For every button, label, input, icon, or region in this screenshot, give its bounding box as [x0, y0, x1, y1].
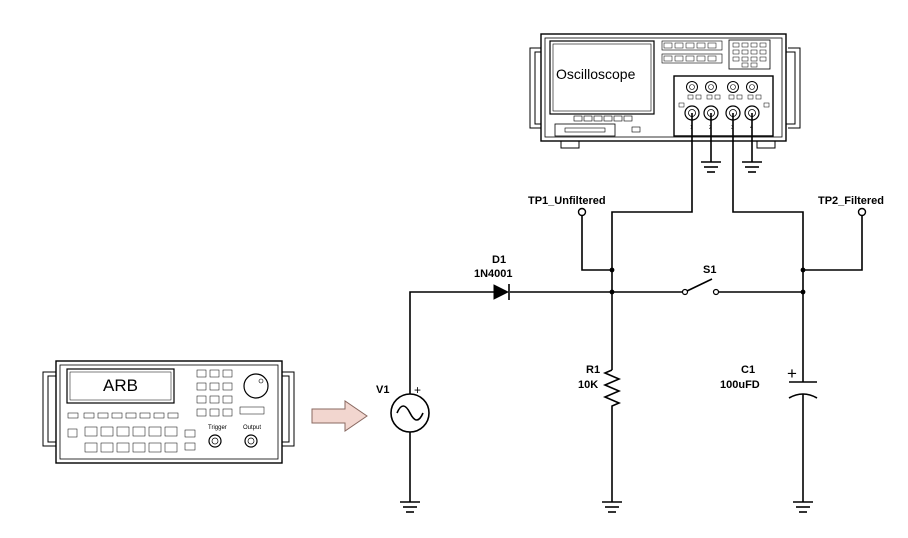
fg-knob[interactable]: [243, 373, 269, 399]
resistor-ref-label: R1: [586, 364, 600, 376]
fg-keypad[interactable]: [196, 369, 265, 417]
capacitor-ref-label: C1: [741, 364, 755, 376]
resistor-r1[interactable]: [602, 369, 622, 410]
main-wires: [409, 291, 804, 502]
fg-output-label: Output: [243, 425, 261, 431]
source-polarity-mark: +: [414, 383, 421, 397]
fg-display-label: ARB: [103, 376, 138, 395]
fg-output-bnc[interactable]: [244, 434, 258, 448]
switch-s1[interactable]: [681, 278, 720, 296]
capacitor-value-label: 100uFD: [720, 379, 760, 391]
scope-softkeys[interactable]: [573, 115, 633, 122]
capacitor-c1[interactable]: [788, 381, 818, 399]
oscilloscope: Oscilloscope: [529, 33, 801, 149]
test-point-tp1[interactable]: [577, 207, 613, 271]
ground-symbol-resistor: [602, 501, 622, 513]
switch-ref-label: S1: [703, 264, 716, 276]
scope-screen: [549, 40, 655, 115]
oscilloscope-label: Oscilloscope: [556, 66, 636, 82]
ground-symbol-capacitor: [793, 501, 813, 513]
function-generator: ARB: [42, 360, 295, 464]
probe-wire-ch3: [732, 113, 804, 292]
scope-ground-wires: [710, 113, 753, 162]
ac-source-v1[interactable]: [390, 393, 430, 433]
ground-symbol-source: [400, 501, 420, 513]
fg-display: [66, 368, 175, 404]
tp1-label: TP1_Unfiltered: [528, 195, 606, 207]
scope-ground-symbol-ch4: [742, 161, 762, 173]
fg-softkeys[interactable]: [67, 412, 179, 419]
diode-ref-label: D1: [492, 254, 506, 266]
diode-value-label: 1N4001: [474, 268, 513, 280]
junction-dots: [609, 267, 806, 295]
fg-function-buttons[interactable]: [67, 426, 196, 453]
scope-ground-symbol-ch2: [701, 161, 721, 173]
probe-wire-ch1: [611, 113, 693, 292]
diode-d1[interactable]: [493, 284, 510, 300]
tp2-label: TP2_Filtered: [818, 195, 884, 207]
fg-trigger-bnc[interactable]: [208, 434, 222, 448]
scope-keypad[interactable]: [728, 39, 771, 70]
signal-arrow-icon: [311, 400, 368, 432]
test-point-tp2[interactable]: [803, 207, 867, 271]
resistor-value-label: 10K: [578, 379, 598, 391]
scope-channel-knobs[interactable]: [678, 81, 770, 108]
scope-top-buttons[interactable]: [661, 40, 723, 64]
source-ref-label: V1: [376, 384, 389, 396]
capacitor-polarity-mark: +: [787, 364, 797, 383]
fg-trigger-label: Trigger: [208, 425, 227, 431]
